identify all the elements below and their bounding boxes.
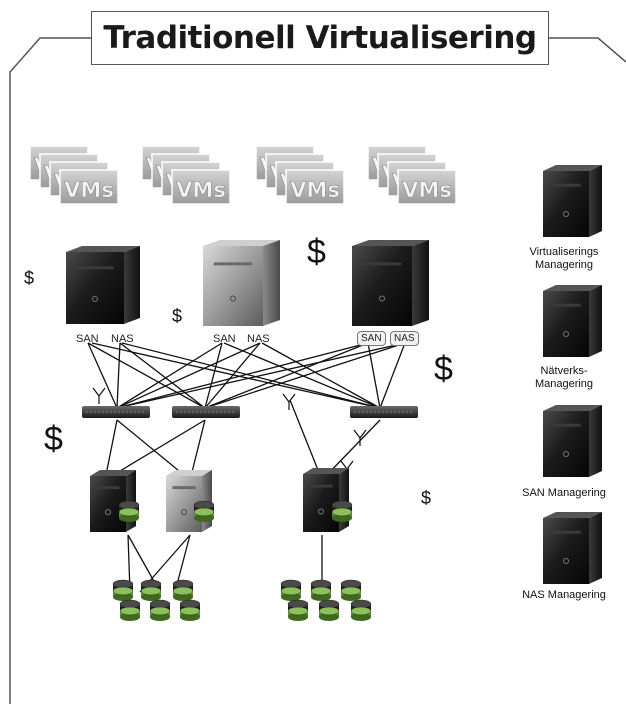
disk-array-2-unit-1 [280, 579, 302, 601]
mgmt-server-nas [543, 512, 602, 584]
mgmt-label-virtualization-line1: Virtualiserings [529, 246, 599, 258]
mgmt-server-network [543, 285, 602, 357]
vm-label: VMs [64, 178, 114, 202]
dollar-sign-1: $ [24, 268, 35, 288]
disk-array-2-unit-6 [350, 599, 372, 621]
disk-stack-server-3 [331, 500, 353, 522]
disk-array-2-unit-4 [287, 599, 309, 621]
disk-array-2-unit-5 [318, 599, 340, 621]
san-label-2: SAN [213, 333, 236, 345]
frame-outline [9, 37, 626, 704]
disk-array-2-unit-2 [310, 579, 332, 601]
dollar-sign-2: $ [172, 306, 183, 326]
dollar-sign-6: $ [421, 488, 432, 508]
disk-array-1-unit-5 [149, 599, 171, 621]
page-title-text: Traditionell Virtualisering [103, 20, 537, 56]
vm-label: VMs [290, 178, 340, 202]
mgmt-label-virtualization: Virtualiserings Managering [504, 246, 624, 272]
vm-label: VMs [402, 178, 452, 202]
disk-stack-server-2 [193, 500, 215, 522]
nas-label-2: NAS [247, 333, 270, 345]
san-label-3: SAN [357, 331, 386, 346]
server-3 [352, 240, 429, 326]
disk-array-1-unit-4 [119, 599, 141, 621]
storage-server-3 [303, 468, 349, 532]
disk-array-1-unit-1 [112, 579, 134, 601]
mgmt-label-network-line1: Nätverks- [540, 365, 588, 377]
dollar-sign-4: $ [434, 350, 453, 388]
server-2 [203, 240, 280, 326]
switch-1 [82, 406, 150, 418]
switch-3 [350, 406, 418, 418]
disk-array-1-unit-2 [140, 579, 162, 601]
mgmt-label-nas-line1: NAS Managering [522, 589, 606, 601]
mgmt-label-san: SAN Managering [504, 487, 624, 500]
title-box: Traditionell Virtualisering [91, 11, 549, 65]
server-1 [66, 246, 140, 324]
mgmt-server-virtualization [543, 165, 602, 237]
nas-label-3: NAS [390, 331, 419, 346]
san-label-1: SAN [76, 333, 99, 345]
dollar-sign-5: $ [44, 420, 63, 458]
disk-array-2-unit-3 [340, 579, 362, 601]
disk-array-1-unit-6 [179, 599, 201, 621]
nas-label-1: NAS [111, 333, 134, 345]
mgmt-label-network: Nätverks- Managering [504, 365, 624, 391]
mgmt-server-san [543, 405, 602, 477]
vm-label: VMs [176, 178, 226, 202]
mgmt-label-san-line1: SAN Managering [522, 487, 606, 499]
antenna-icons [92, 387, 367, 477]
mgmt-label-virtualization-line2: Managering [534, 259, 594, 271]
mgmt-label-network-line2: Managering [534, 378, 594, 390]
switch-2 [172, 406, 240, 418]
disk-stack-server-1 [118, 500, 140, 522]
dollar-sign-3: $ [307, 233, 326, 271]
disk-array-1-unit-3 [172, 579, 194, 601]
mgmt-label-nas: NAS Managering [504, 589, 624, 602]
network-connections [87, 342, 406, 593]
